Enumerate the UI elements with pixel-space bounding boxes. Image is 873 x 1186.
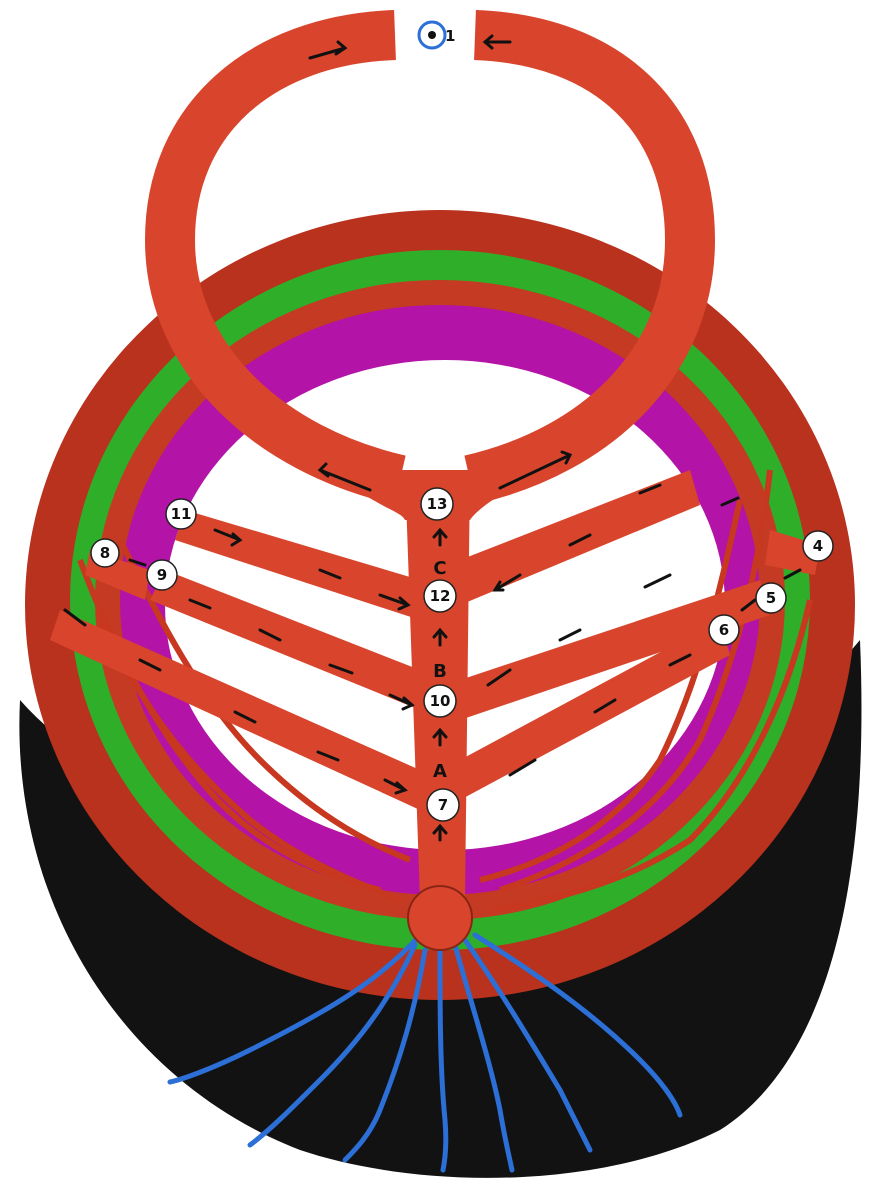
badge-11: 11 xyxy=(166,499,196,529)
badge-8: 8 xyxy=(91,539,119,567)
badge-10-text: 10 xyxy=(430,692,451,710)
badge-6-text: 6 xyxy=(719,621,729,639)
badge-10: 10 xyxy=(424,685,456,717)
badge-5-text: 5 xyxy=(766,589,776,607)
badge-7: 7 xyxy=(427,789,459,821)
stem-letter-a: A xyxy=(433,761,447,782)
badge-13: 13 xyxy=(421,488,453,520)
badge-9-text: 9 xyxy=(157,566,167,584)
badge-12: 12 xyxy=(424,580,456,612)
badge-11-text: 11 xyxy=(171,505,192,523)
badge-12-text: 12 xyxy=(430,587,451,605)
badge-13-text: 13 xyxy=(427,495,448,513)
top-node: 1 xyxy=(419,22,455,48)
marker-1: 1 xyxy=(445,27,455,45)
node-dot xyxy=(428,31,436,39)
base-bulb xyxy=(408,886,472,950)
stem-letter-b: B xyxy=(433,661,447,682)
badge-8-text: 8 xyxy=(100,544,110,562)
badge-4: 4 xyxy=(803,531,833,561)
badge-9: 9 xyxy=(147,560,177,590)
badge-5: 5 xyxy=(756,583,786,613)
badge-6: 6 xyxy=(709,615,739,645)
badge-4-text: 4 xyxy=(813,537,823,555)
stem-letter-c: C xyxy=(433,558,446,579)
badge-7-text: 7 xyxy=(438,796,448,814)
